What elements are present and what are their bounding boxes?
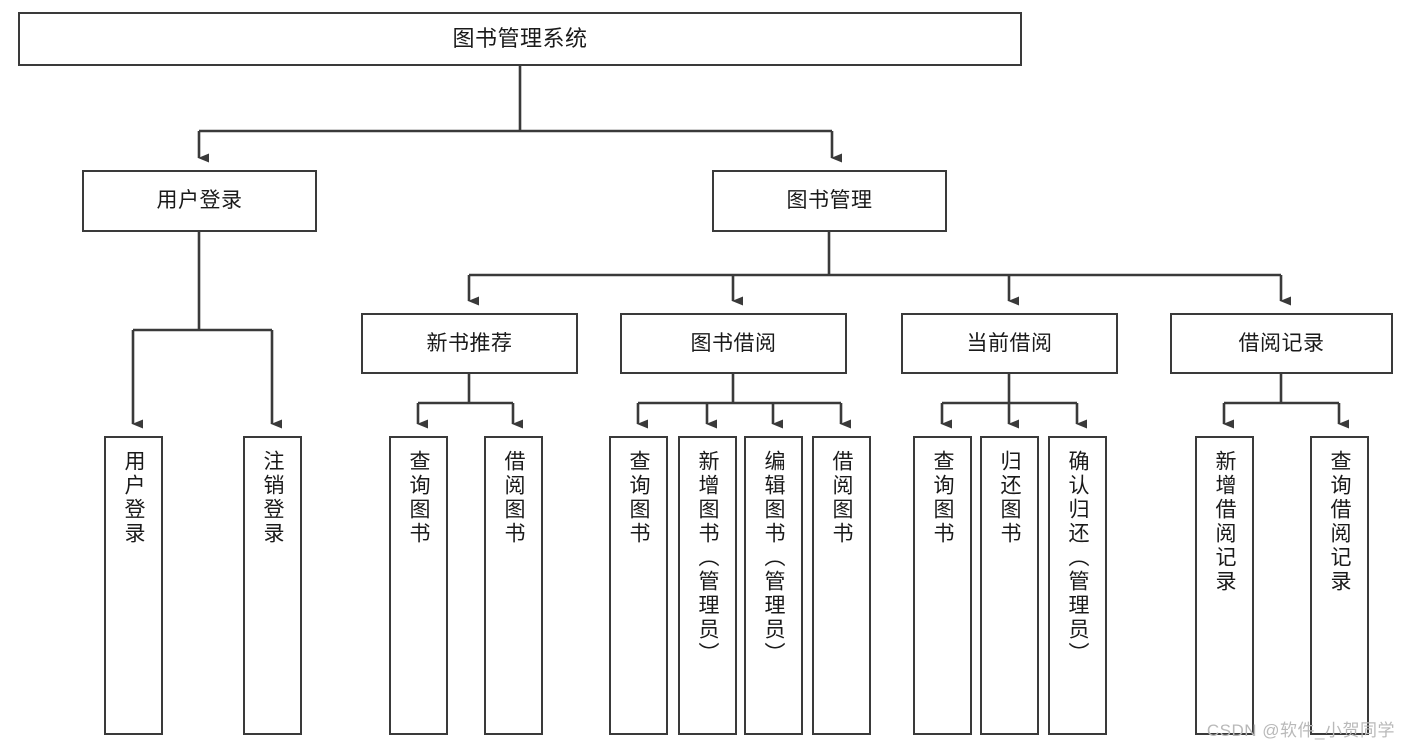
node-label: 图书借阅 (690, 331, 777, 355)
node-label: 归还图书 (998, 450, 1021, 546)
node-label: 查询图书 (407, 450, 430, 546)
leaf-book-borrow-add-book-admin[interactable]: 新增图书（管理员） (678, 436, 737, 735)
node-label: 新增借阅记录 (1213, 450, 1236, 594)
node-label: 借阅图书 (502, 450, 525, 546)
node-label: 注销登录 (261, 450, 284, 546)
leaf-new-book-borrow-book[interactable]: 借阅图书 (484, 436, 543, 735)
leaf-user-login-signin[interactable]: 用户登录 (104, 436, 163, 735)
node-book-management[interactable]: 图书管理 (712, 170, 947, 232)
node-label: 查询图书 (627, 450, 650, 546)
node-label: 借阅图书 (830, 450, 853, 546)
node-root-library-system[interactable]: 图书管理系统 (18, 12, 1022, 66)
node-label: 图书管理 (786, 189, 873, 213)
leaf-current-borrow-query-book[interactable]: 查询图书 (913, 436, 972, 735)
node-label: 编辑图书（管理员） (762, 450, 785, 666)
node-book-borrow[interactable]: 图书借阅 (620, 313, 847, 374)
node-label: 查询图书 (931, 450, 954, 546)
leaf-user-login-signout[interactable]: 注销登录 (243, 436, 302, 735)
leaf-book-borrow-borrow-book[interactable]: 借阅图书 (812, 436, 871, 735)
leaf-borrow-record-query-record[interactable]: 查询借阅记录 (1310, 436, 1369, 735)
node-label: 当前借阅 (966, 331, 1053, 355)
node-user-login[interactable]: 用户登录 (82, 170, 317, 232)
node-label: 查询借阅记录 (1328, 450, 1351, 594)
leaf-current-borrow-confirm-return-admin[interactable]: 确认归还（管理员） (1048, 436, 1107, 735)
node-current-borrow[interactable]: 当前借阅 (901, 313, 1118, 374)
leaf-new-book-query-book[interactable]: 查询图书 (389, 436, 448, 735)
node-label: 图书管理系统 (452, 26, 588, 52)
node-label: 新书推荐 (426, 331, 513, 355)
node-borrow-record[interactable]: 借阅记录 (1170, 313, 1393, 374)
node-label: 用户登录 (156, 189, 243, 213)
leaf-current-borrow-return-book[interactable]: 归还图书 (980, 436, 1039, 735)
leaf-book-borrow-edit-book-admin[interactable]: 编辑图书（管理员） (744, 436, 803, 735)
leaf-borrow-record-add-record[interactable]: 新增借阅记录 (1195, 436, 1254, 735)
leaf-book-borrow-query-book[interactable]: 查询图书 (609, 436, 668, 735)
node-label: 借阅记录 (1238, 331, 1325, 355)
node-label: 新增图书（管理员） (696, 450, 719, 666)
node-label: 用户登录 (122, 450, 145, 546)
node-label: 确认归还（管理员） (1066, 450, 1089, 666)
node-new-book-recommend[interactable]: 新书推荐 (361, 313, 578, 374)
csdn-watermark: CSDN @软件_小贺同学 (1206, 721, 1395, 740)
